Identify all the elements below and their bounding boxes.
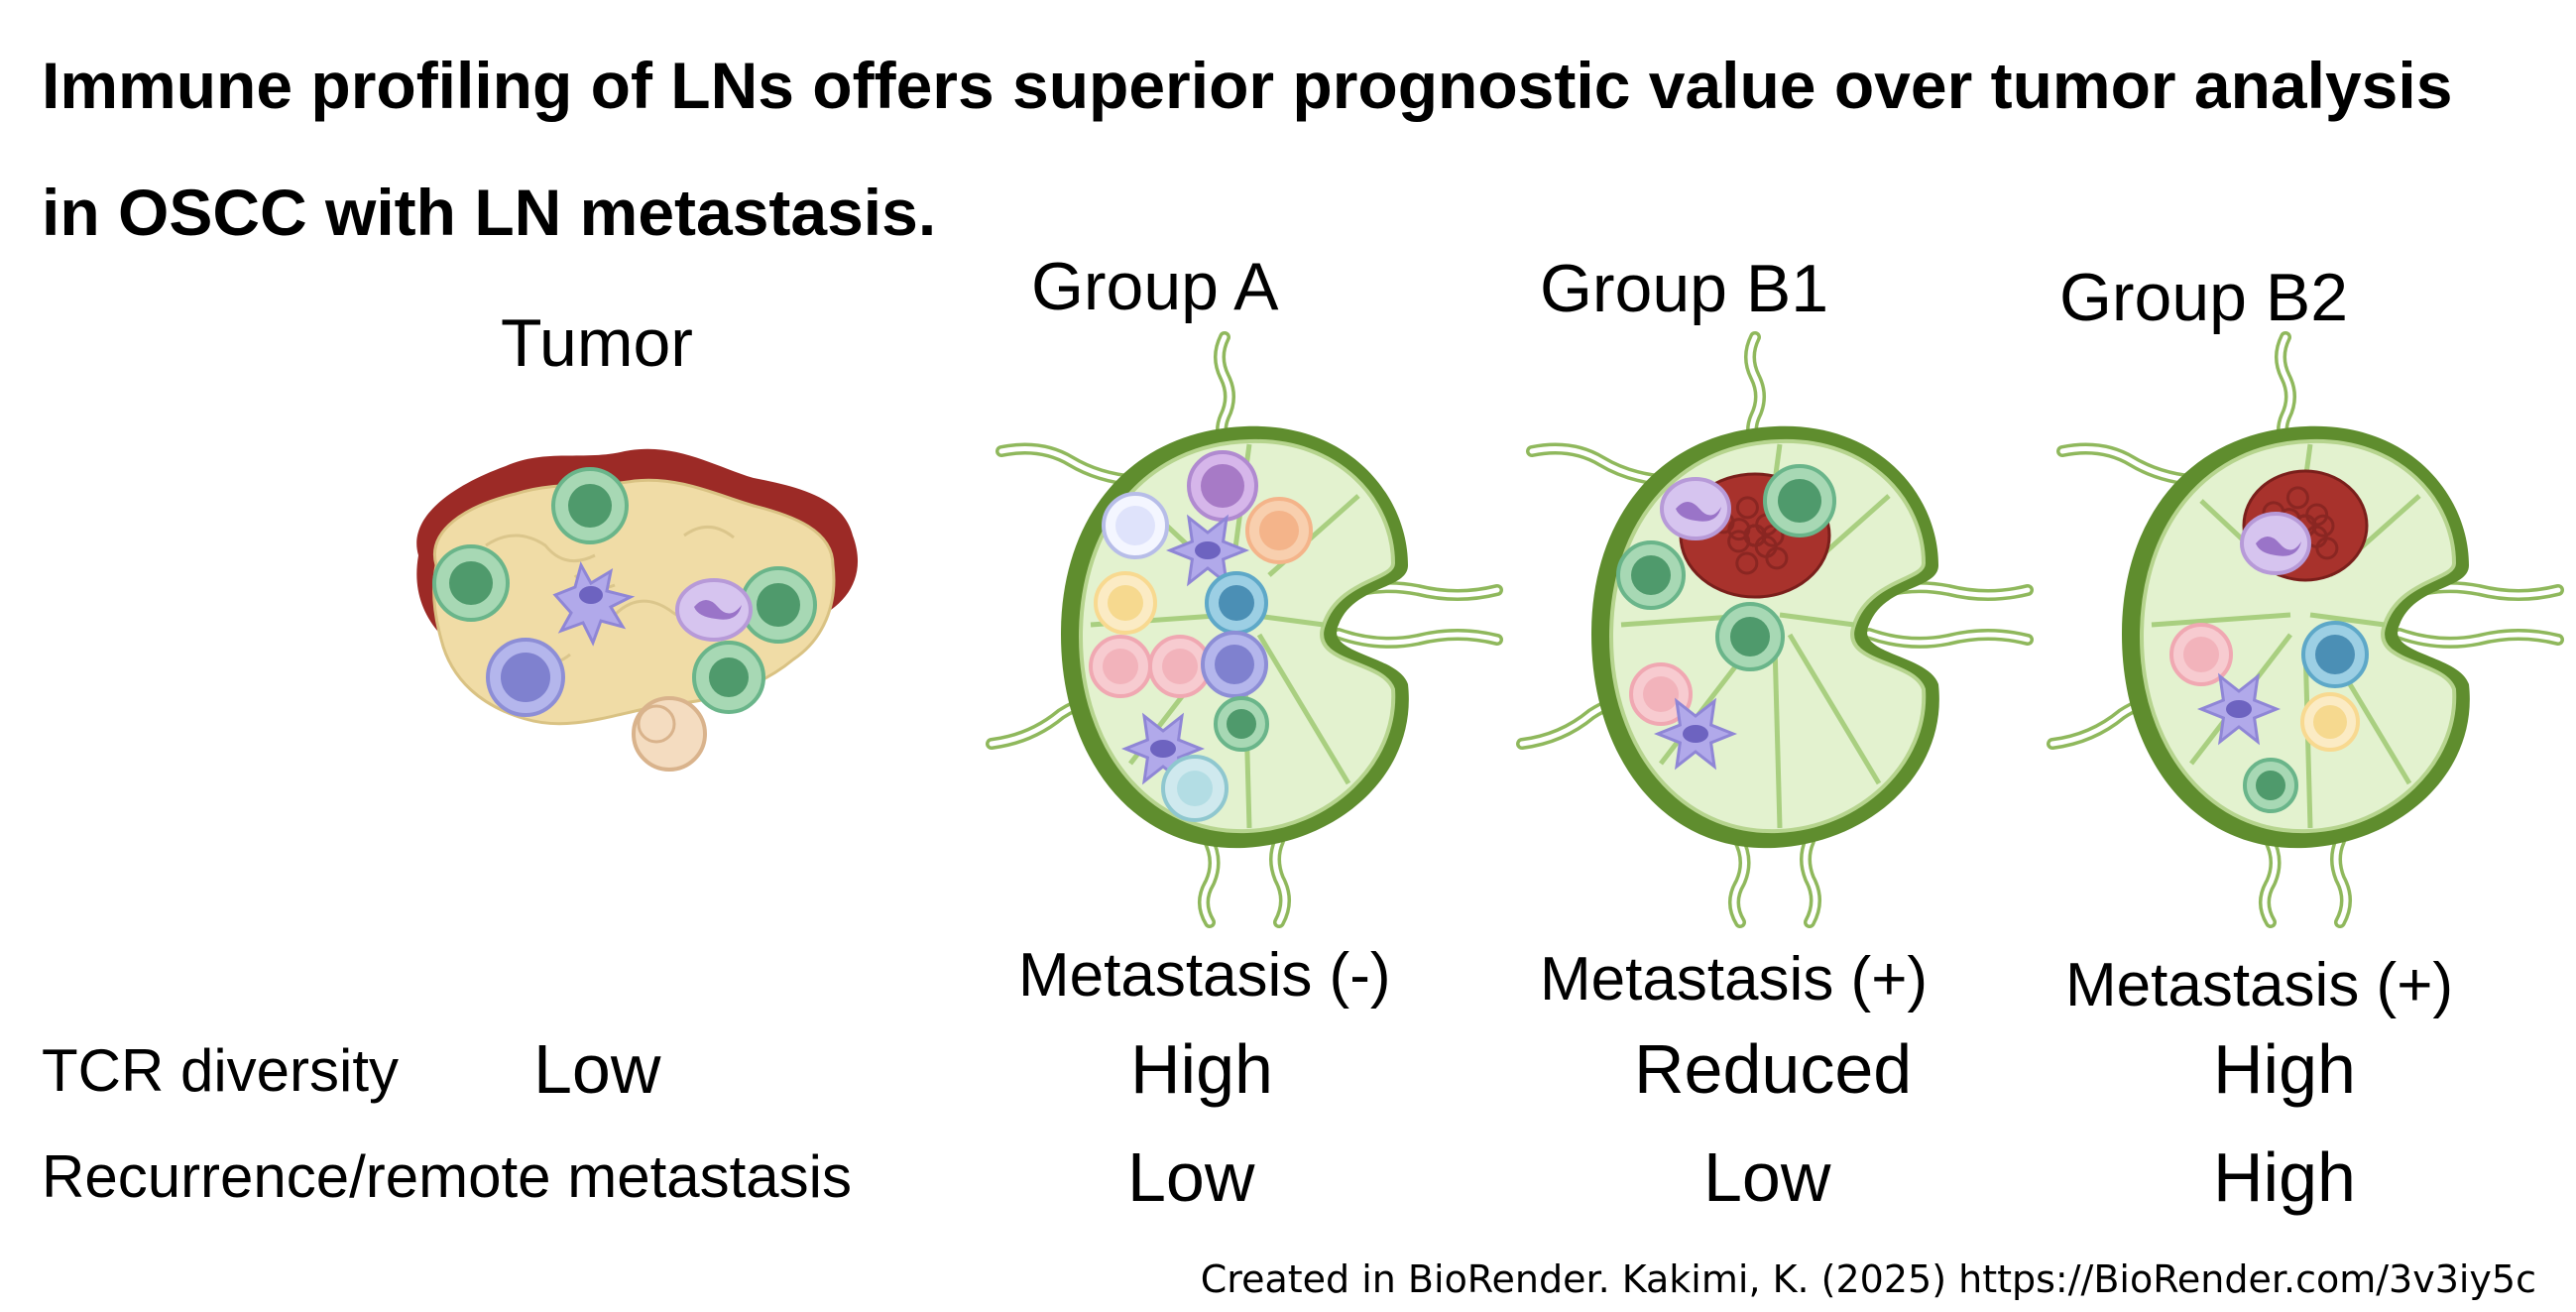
pink-cell-icon: [1629, 662, 1693, 726]
b-cell-icon: [486, 638, 565, 717]
figure-title: Immune profiling of LNs offers superior …: [42, 49, 2453, 249]
group-b2-tcr-value: High: [2213, 1030, 2356, 1108]
t-cell-icon: [551, 467, 629, 544]
macrophage-icon: [2240, 512, 2311, 575]
lymph-vessel-lumen: [998, 446, 1143, 484]
trabecula: [1787, 633, 1882, 785]
lymph-vessel-lumen: [1272, 838, 1288, 925]
purple-cell-icon: [1187, 450, 1258, 522]
trabecula: [1256, 633, 1351, 785]
naive-cell-icon: [1102, 492, 1169, 559]
dendritic-cell-icon: [2196, 672, 2282, 746]
lymph-vessel-lumen: [1866, 631, 2031, 646]
macrophage-icon: [1660, 477, 1731, 540]
recurrence-label: Recurrence/remote metastasis: [42, 1143, 852, 1210]
group-b1-tcr-value: Reduced: [1634, 1030, 1913, 1108]
group-a-lymph-node: [986, 331, 1503, 928]
yellow-cell-icon: [2300, 692, 2360, 752]
lymph-vessel-lumen: [1336, 631, 1500, 646]
blue-cell-icon: [1205, 571, 1268, 635]
t-cell-icon: [432, 544, 510, 622]
t-cell-icon: [2243, 758, 2298, 813]
lymph-vessel-lumen: [2262, 836, 2278, 925]
pale-cell-icon: [1161, 755, 1229, 822]
dendritic-cell-icon: [552, 561, 636, 647]
b-cell-icon: [1201, 631, 1268, 698]
pink-cell-icon: [1089, 635, 1152, 698]
trabecula: [2309, 612, 2386, 628]
yellow-cell-icon: [632, 696, 707, 772]
group-b2-lymph-node: [2047, 331, 2564, 928]
tumor-heading: Tumor: [501, 305, 693, 381]
pink-cell-icon: [2169, 623, 2233, 686]
t-cell-icon: [692, 641, 765, 714]
lymph-vessel-lumen: [1201, 836, 1217, 925]
trabecula: [1772, 644, 1783, 829]
t-cell-icon: [740, 566, 817, 644]
blue-cell-icon: [2301, 621, 2369, 688]
lymph-vessel: [2056, 442, 2207, 487]
t-cell-icon: [1715, 602, 1785, 671]
macrophage-icon: [675, 578, 753, 642]
group-b1-lymph-node: [1516, 331, 2034, 928]
lymph-vessel-lumen: [1529, 446, 1674, 484]
group-b1-status: Metastasis (+): [1540, 945, 1929, 1014]
group-a-heading: Group A: [1031, 249, 1279, 324]
group-a-tcr-value: High: [1130, 1030, 1273, 1108]
lymph-vessel-lumen: [1803, 838, 1818, 925]
biorender-credit: Created in BioRender. Kakimi, K. (2025) …: [1200, 1257, 2536, 1301]
tumor-tcr-value: Low: [533, 1030, 661, 1108]
group-b2-status: Metastasis (+): [2065, 951, 2454, 1019]
tumor-illustration: [416, 448, 859, 772]
lymph-vessel: [1526, 442, 1677, 487]
group-b2-heading: Group B2: [2059, 260, 2349, 335]
yellow-cell-icon: [1094, 571, 1157, 635]
group-b2-recurrence-value: High: [2213, 1138, 2356, 1216]
orange-cell-icon: [1245, 497, 1313, 564]
group-a-recurrence-value: Low: [1127, 1138, 1255, 1216]
group-a-status: Metastasis (-): [1018, 941, 1391, 1010]
t-cell-icon: [1763, 464, 1836, 537]
trabecula: [1779, 612, 1855, 628]
lymph-vessel-lumen: [2333, 838, 2349, 925]
dendritic-cell-icon: [1653, 697, 1738, 771]
group-b1-heading: Group B1: [1540, 251, 1829, 326]
tcr-diversity-label: TCR diversity: [42, 1037, 400, 1104]
trabecula: [2151, 612, 2291, 628]
lymph-vessel: [995, 442, 1146, 487]
pink-cell-icon: [1148, 635, 1212, 698]
lymph-vessel-lumen: [1731, 836, 1747, 925]
lymph-vessel-lumen: [2397, 631, 2561, 646]
t-cell-icon: [1616, 540, 1686, 610]
t-cell-icon: [1214, 696, 1269, 752]
group-b1-recurrence-value: Low: [1703, 1138, 1831, 1216]
lymph-vessel-lumen: [2059, 446, 2204, 484]
